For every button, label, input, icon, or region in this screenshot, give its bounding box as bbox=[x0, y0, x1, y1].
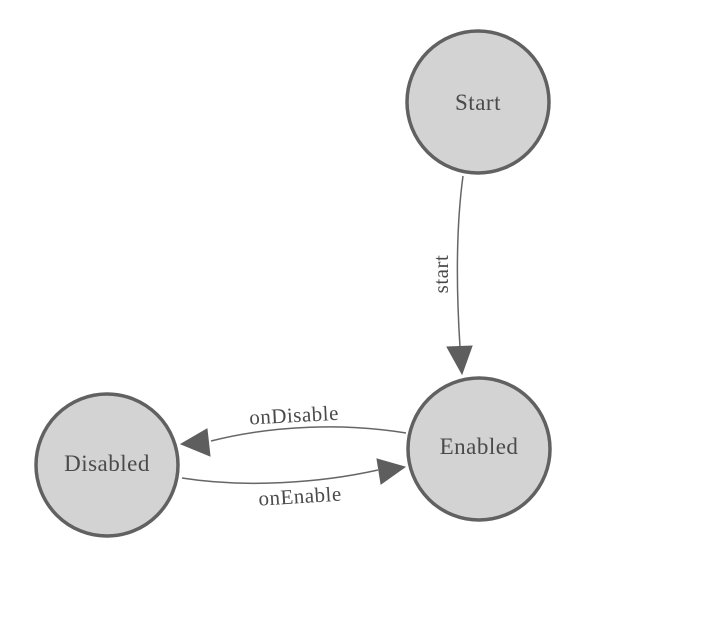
arrowhead-start-to-enabled bbox=[446, 345, 473, 376]
state-node-disabled[interactable]: Disabled bbox=[34, 392, 180, 538]
state-node-start[interactable]: Start bbox=[405, 29, 551, 175]
arrowhead-disabled-to-enabled bbox=[376, 458, 407, 485]
transition-on-enable-line[interactable] bbox=[181, 469, 379, 485]
state-circle-start[interactable] bbox=[405, 29, 551, 175]
arrowhead-enabled-to-disabled bbox=[179, 428, 211, 457]
transition-on-disable[interactable]: onDisable bbox=[179, 401, 407, 457]
transition-start-line[interactable] bbox=[456, 175, 464, 348]
state-node-enabled[interactable]: Enabled bbox=[406, 376, 552, 522]
state-circle-enabled[interactable] bbox=[406, 376, 552, 522]
transition-start-label: start bbox=[429, 255, 453, 294]
transition-start[interactable]: start bbox=[429, 175, 473, 376]
transition-on-enable-label: onEnable bbox=[258, 482, 343, 511]
transition-on-disable-label: onDisable bbox=[249, 401, 340, 430]
state-label-start: Start bbox=[455, 90, 501, 115]
state-label-disabled: Disabled bbox=[64, 451, 150, 476]
state-label-enabled: Enabled bbox=[440, 434, 519, 459]
transition-on-enable[interactable]: onEnable bbox=[181, 458, 407, 511]
state-circle-disabled[interactable] bbox=[34, 392, 180, 538]
transition-on-disable-line[interactable] bbox=[210, 426, 407, 442]
